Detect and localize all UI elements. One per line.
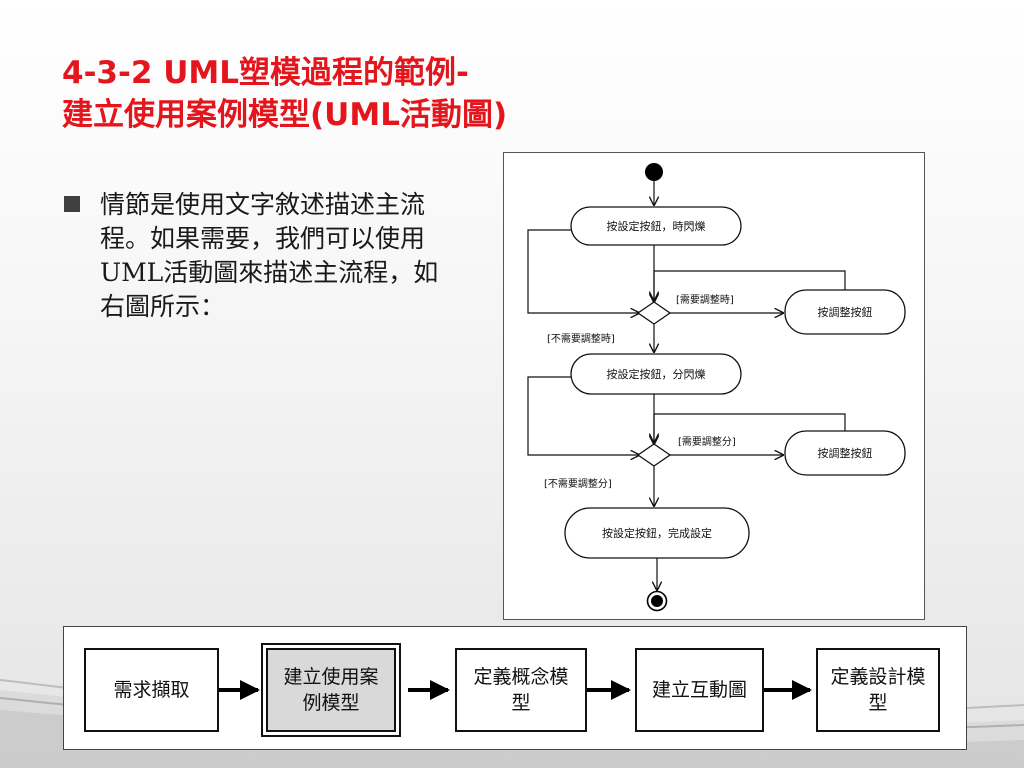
- action-press-minute: [570, 353, 742, 395]
- bullet-square-icon: [64, 196, 80, 212]
- guard-need-hour: [需要調整時]: [676, 293, 734, 306]
- activity-diagram: 按設定按鈕，時閃爍 [需要調整時] 按調整按鈕 [不需要調整時] 按設定按鈕，分…: [503, 152, 925, 620]
- process-flow-arrows: [219, 680, 812, 700]
- decision-hour: [636, 301, 672, 325]
- action-press-minute-label: 按設定按鈕，分閃爍: [607, 367, 706, 381]
- activity-diagram-canvas: 按設定按鈕，時閃爍 [需要調整時] 按調整按鈕 [不需要調整時] 按設定按鈕，分…: [527, 163, 906, 612]
- guard-no-need-minute: [不需要調整分]: [544, 477, 612, 490]
- action-press-time: [570, 206, 742, 246]
- final-node: [651, 595, 663, 607]
- action-adjust-hour-label: 按調整按鈕: [818, 305, 873, 319]
- action-press-done-label: 按設定按鈕，完成設定: [602, 526, 712, 540]
- slide-title: 4-3-2 UML塑模過程的範例- 建立使用案例模型(UML活動圖): [62, 52, 507, 136]
- flow-loop-time: [527, 229, 639, 313]
- flow-loop-minute: [527, 376, 639, 455]
- decision-minute: [636, 443, 672, 467]
- slide-title-line2: 建立使用案例模型(UML活動圖): [62, 97, 508, 133]
- process-step-design-model: 定義設計模型: [816, 648, 940, 732]
- slide-title-line1: 4-3-2 UML塑模過程的範例-: [62, 55, 469, 91]
- process-flow: 需求擷取 建立使用案例模型 定義概念模型 建立互動圖 定義設計模型: [63, 626, 967, 750]
- process-step-interaction-diagram: 建立互動圖: [635, 648, 764, 732]
- guard-need-minute: [需要調整分]: [678, 435, 736, 448]
- process-step-use-case-model: 建立使用案例模型: [261, 643, 401, 737]
- bullet-text: 情節是使用文字敘述描述主流程。如果需要，我們可以使用UML活動圖來描述主流程，如…: [100, 190, 439, 321]
- action-adjust-minute-label: 按調整按鈕: [818, 446, 873, 460]
- initial-node: [645, 163, 663, 181]
- flow-adjust-hour-return: [654, 270, 846, 300]
- bullet-item: 情節是使用文字敘述描述主流程。如果需要，我們可以使用UML活動圖來描述主流程，如…: [62, 188, 447, 324]
- flow-adjust-minute-return: [654, 413, 846, 442]
- process-step-concept-model: 定義概念模型: [455, 648, 587, 732]
- action-press-time-label: 按設定按鈕，時閃爍: [607, 219, 706, 233]
- guard-no-need-hour: [不需要調整時]: [547, 332, 615, 345]
- process-step-requirements: 需求擷取: [84, 648, 219, 732]
